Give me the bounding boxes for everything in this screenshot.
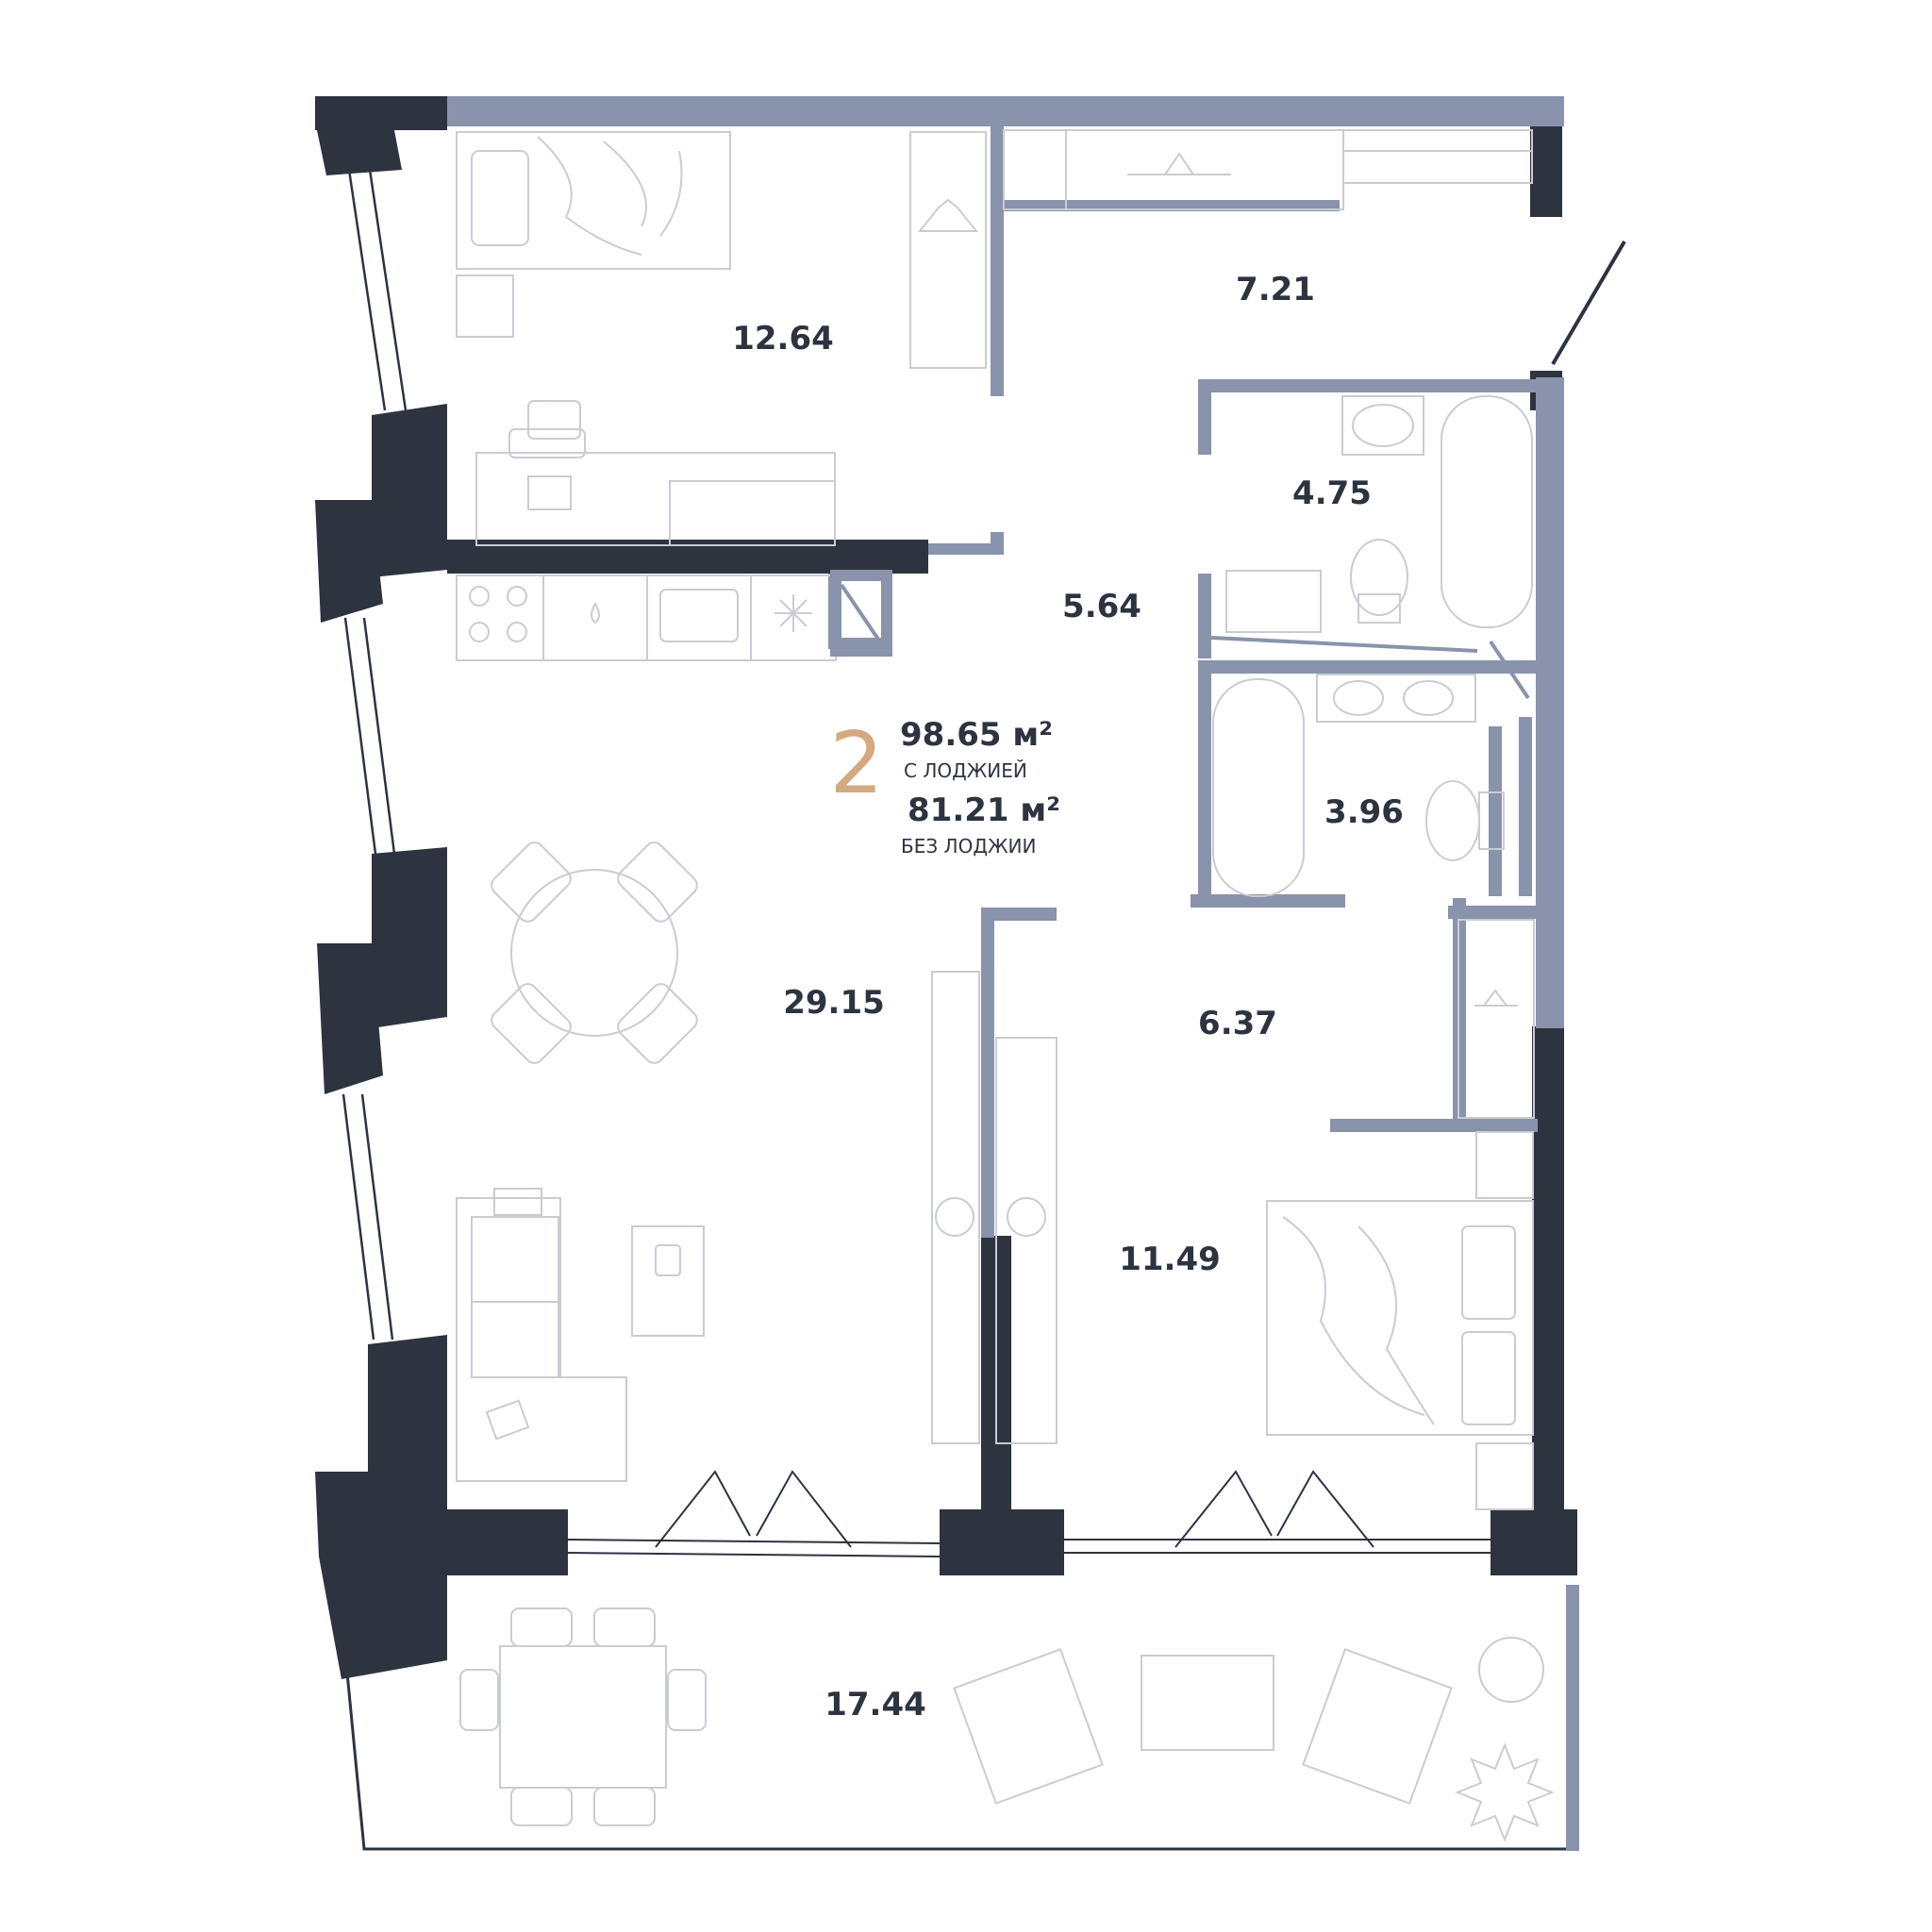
total-area-caption: С ЛОДЖИЕЙ (904, 759, 1027, 782)
room-area-wardrobe-hall: 7.21 (1236, 271, 1315, 308)
kitchen-furniture (456, 570, 892, 661)
total-area: 98.65 м² (900, 716, 1053, 754)
west-windows (341, 169, 408, 1341)
wardrobe-furniture (1003, 129, 1533, 210)
room-area-bedroom-small: 12.64 (732, 320, 834, 358)
entry-door-swing (1551, 240, 1626, 366)
small-bedroom-furniture (456, 131, 987, 546)
inner-walls (447, 96, 1564, 1238)
dining-set (491, 841, 698, 1064)
room-area-bathroom-2: 3.96 (1324, 793, 1404, 831)
sofa-set (456, 1188, 705, 1482)
net-area-caption: БЕЗ ЛОДЖИИ (901, 835, 1036, 858)
room-area-bedroom-master: 11.49 (1119, 1241, 1221, 1278)
net-area: 81.21 м² (908, 791, 1060, 829)
room-labels: 12.64 7.21 4.75 5.64 3.96 29.15 6.37 11.… (732, 271, 1404, 1724)
room-area-bathroom-1: 4.75 (1292, 475, 1372, 512)
bathroom-2-fixtures (1210, 636, 1530, 897)
room-area-corridor: 5.64 (1062, 588, 1141, 625)
loggia-side-wall (1566, 1585, 1579, 1851)
loggia-outline (338, 1593, 1577, 1851)
hall-wardrobes (931, 919, 1535, 1444)
loggia-furniture (459, 1607, 1555, 1842)
rooms-count: 2 (829, 714, 883, 813)
room-area-loggia: 17.44 (824, 1686, 926, 1724)
loggia-doors (567, 1470, 1491, 1557)
room-area-living-kitchen: 29.15 (783, 984, 885, 1022)
bathroom-1-fixtures (1225, 395, 1533, 633)
outer-walls (315, 96, 1577, 1679)
room-area-hall: 6.37 (1198, 1005, 1277, 1042)
master-bedroom-furniture (1266, 1131, 1534, 1510)
apartment-summary: 2 98.65 м² С ЛОДЖИЕЙ 81.21 м² БЕЗ ЛОДЖИИ (829, 714, 1060, 858)
